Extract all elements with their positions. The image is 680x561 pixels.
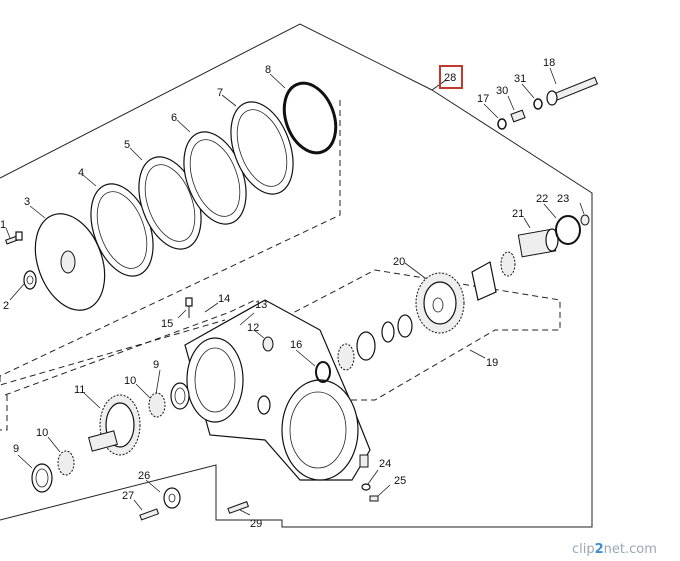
bearing-10-upper (148, 392, 166, 418)
bolt-14 (185, 297, 193, 318)
callout-15: 15 (161, 318, 173, 330)
watermark-domain: .com (625, 542, 657, 557)
callout-26: 26 (138, 470, 150, 482)
callout-20: 20 (393, 256, 405, 268)
race-9-upper (170, 382, 190, 410)
nut-23 (580, 214, 590, 226)
bearing-10-lower (57, 450, 75, 476)
callout-16: 16 (290, 339, 302, 351)
bolt-1 (5, 231, 23, 245)
o-ring-22 (555, 215, 581, 245)
callout-1: 1 (0, 219, 6, 231)
callout-7: 7 (217, 87, 223, 99)
callout-18: 18 (543, 57, 555, 69)
callout-21: 21 (512, 208, 524, 220)
fitting-30 (510, 109, 526, 123)
gear-20 (415, 272, 465, 334)
callout-29: 29 (250, 518, 262, 530)
bearing-12 (262, 336, 274, 352)
callout-13: 13 (255, 299, 267, 311)
callout-14: 14 (218, 293, 230, 305)
callout-19: 19 (486, 357, 498, 369)
callout-11: 11 (74, 384, 85, 396)
callout-8: 8 (265, 64, 271, 76)
watermark: clip2net.com (572, 542, 657, 557)
bolt-27 (139, 508, 160, 521)
callout-28: 28 (444, 72, 456, 84)
gear-train-19 (337, 314, 413, 371)
o-ring-31 (533, 98, 543, 110)
housing-13 (184, 299, 371, 481)
callout-5: 5 (124, 139, 130, 151)
callout-2: 2 (3, 300, 9, 312)
callout-3: 3 (24, 196, 30, 208)
callout-12: 12 (247, 322, 259, 334)
callout-25: 25 (394, 475, 406, 487)
o-ring-16 (315, 361, 331, 383)
o-ring-8 (282, 81, 338, 155)
callout-31: 31 (514, 73, 526, 85)
callout-24: 24 (379, 458, 391, 470)
subassembly-boundary (0, 100, 561, 431)
gasket-7 (230, 101, 294, 195)
callout-30: 30 (496, 85, 508, 97)
watermark-brand: 2 (595, 542, 604, 557)
callout-28-highlight (439, 65, 463, 89)
bolt-29 (227, 501, 250, 514)
shaft-21 (517, 228, 559, 258)
plug-24 (361, 483, 379, 502)
race-9-lower (31, 463, 53, 493)
callout-4: 4 (78, 167, 84, 179)
svg-text:clip2net.com: clip2net.com (572, 542, 657, 557)
callout-27: 27 (122, 490, 134, 502)
watermark-suffix: net (604, 542, 625, 557)
callout-22: 22 (536, 193, 548, 205)
washer-17 (497, 118, 507, 130)
callout-17: 17 (477, 93, 489, 105)
gasket-4 (90, 183, 154, 277)
stud-18 (546, 76, 599, 106)
gear-11 (88, 394, 141, 456)
washer-2 (23, 270, 37, 290)
callout-9-upper: 9 (153, 359, 159, 371)
callout-10-lower: 10 (36, 427, 48, 439)
bearing-cones (471, 251, 516, 301)
watermark-prefix: clip (572, 542, 595, 557)
callout-23: 23 (557, 193, 569, 205)
gasket-5 (138, 156, 202, 250)
cover-plate-3 (34, 213, 106, 311)
washer-26 (163, 487, 181, 509)
callout-10-upper: 10 (124, 375, 136, 387)
leader-lines (5, 67, 585, 516)
callout-9-lower: 9 (13, 443, 19, 455)
callout-6: 6 (171, 112, 177, 124)
